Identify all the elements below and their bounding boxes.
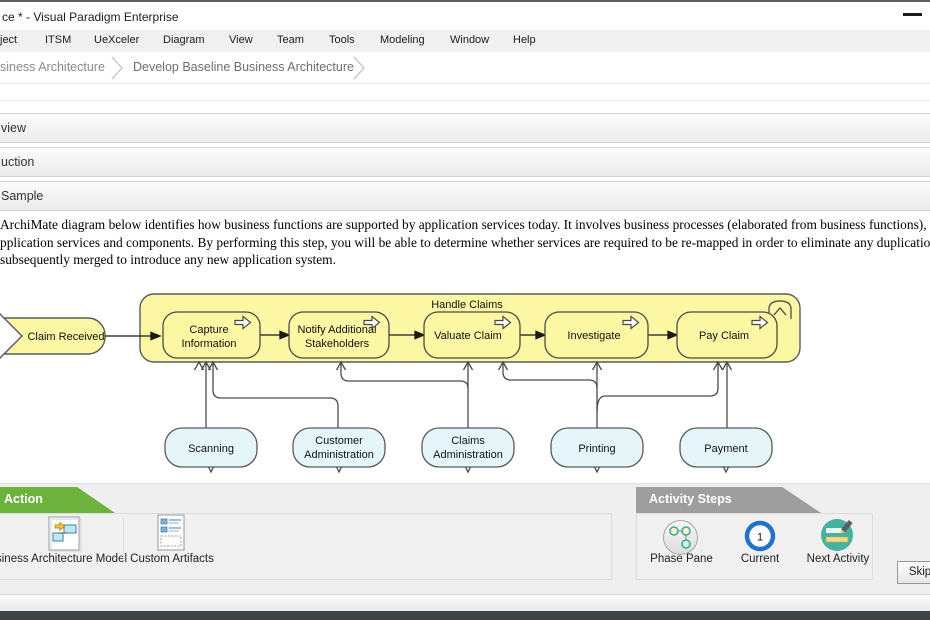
process-icon [363,315,381,330]
svg-text:Customer: Customer [315,435,363,447]
menu-diagram[interactable]: Diagram [163,34,205,46]
menu-tools[interactable]: Tools [329,34,355,46]
breadcrumb-item-business-architecture[interactable]: siness Architecture [0,60,105,74]
action-item-business-architecture-model[interactable]: siness Architecture Model [0,553,128,565]
breadcrumb-item-develop-baseline[interactable]: Develop Baseline Business Architecture [133,60,354,74]
service-nodes: Scanning Customer Administration Claims … [164,427,773,468]
handle-claims-label: Handle Claims [431,299,503,311]
skip-button[interactable]: Skip [897,561,930,584]
activity-step-next-activity[interactable]: Next Activity [806,553,870,565]
process-icon [751,315,769,330]
window-top-edge [0,0,930,2]
svg-text:Investigate: Investigate [567,330,620,342]
svg-text:Information: Information [181,338,236,350]
phase-pane-icon[interactable] [662,519,699,556]
activity-step-current[interactable]: Current [740,553,780,565]
process-icon [622,315,640,330]
svg-text:Printing: Printing [578,443,615,455]
claim-received-label: Claim Received [27,331,104,343]
svg-text:Claims: Claims [451,435,485,447]
business-architecture-model-icon[interactable] [47,516,83,552]
service-printing[interactable]: Printing [550,427,644,468]
svg-text:Pay Claim: Pay Claim [699,330,749,342]
description-line-3: subsequently merged to introduce any new… [0,252,336,267]
service-payment[interactable]: Payment [679,427,773,468]
svg-text:Valuate Claim: Valuate Claim [434,330,502,342]
process-icon [234,315,252,330]
svg-text:Payment: Payment [704,443,747,455]
service-customer-administration[interactable]: Customer Administration [292,427,386,468]
svg-text:Administration: Administration [433,449,503,461]
svg-text:Scanning: Scanning [188,443,234,455]
custom-artifacts-icon[interactable] [155,514,187,552]
process-valuate-claim[interactable]: Valuate Claim [423,311,521,359]
svg-text:Notify Additional: Notify Additional [298,324,377,336]
menu-view[interactable]: View [229,34,253,46]
breadcrumb: siness Architecture Develop Baseline Bus… [0,52,930,84]
service-claims-administration[interactable]: Claims Administration [421,427,515,468]
menu-project[interactable]: ject [0,34,18,46]
description-line-2: pplication services and components. By p… [0,234,930,250]
separator [123,517,124,559]
next-activity-icon[interactable] [820,518,858,554]
process-investigate[interactable]: Investigate [544,311,649,359]
menu-bar: ject ITSM UeXceler Diagram View Team Too… [0,30,930,52]
footer-dark-bar [0,611,930,620]
section-header-sample[interactable]: Sample [0,181,930,211]
menu-team[interactable]: Team [277,34,304,46]
process-nodes: Capture Information Notify Additional St… [162,311,778,359]
action-panel-body [0,513,612,580]
svg-text:Administration: Administration [304,449,374,461]
process-capture-information[interactable]: Capture Information [162,311,261,359]
current-step-icon[interactable]: 1 [744,520,776,552]
collapse-icon[interactable] [768,300,792,319]
separator [0,100,930,101]
svg-text:Stakeholders: Stakeholders [305,338,370,350]
section-header-introduction[interactable]: uction [0,147,930,177]
titlebar: ce * - Visual Paradigm Enterprise [0,2,930,30]
chevron-right-icon [353,56,365,80]
process-pay-claim[interactable]: Pay Claim [676,311,778,359]
activity-steps-title: Activity Steps [649,492,732,506]
menu-help[interactable]: Help [513,34,536,46]
activity-step-phase-pane[interactable]: Phase Pane [650,553,713,565]
action-panel-tab: Action [0,487,115,513]
action-panel-title: Action [4,492,43,506]
description-paragraph: ArchiMate diagram below identifies how b… [0,216,930,269]
current-step-number: 1 [757,532,763,544]
process-notify-additional-stakeholders[interactable]: Notify Additional Stakeholders [288,311,390,359]
menu-uexceler[interactable]: UeXceler [94,34,140,46]
menu-itsm[interactable]: ITSM [45,34,72,46]
claim-received-event[interactable]: Claim Received [0,312,106,360]
window-title: ce * - Visual Paradigm Enterprise [2,10,179,24]
action-item-custom-artifacts[interactable]: Custom Artifacts [130,553,214,565]
menu-modeling[interactable]: Modeling [380,34,425,46]
activity-steps-tab: Activity Steps [636,487,821,513]
archimate-diagram: Handle Claims Claim Received Capture Inf… [0,293,801,474]
section-header-overview[interactable]: view [0,113,930,143]
footer-bar [0,594,930,611]
menu-window[interactable]: Window [450,34,490,46]
minimize-icon[interactable] [903,13,922,16]
svg-text:Capture: Capture [189,324,228,336]
process-icon [494,315,512,330]
chevron-right-icon [111,56,123,80]
flow-arrows [105,330,679,341]
description-line-1: ArchiMate diagram below identifies how b… [0,217,927,232]
service-scanning[interactable]: Scanning [164,427,258,468]
